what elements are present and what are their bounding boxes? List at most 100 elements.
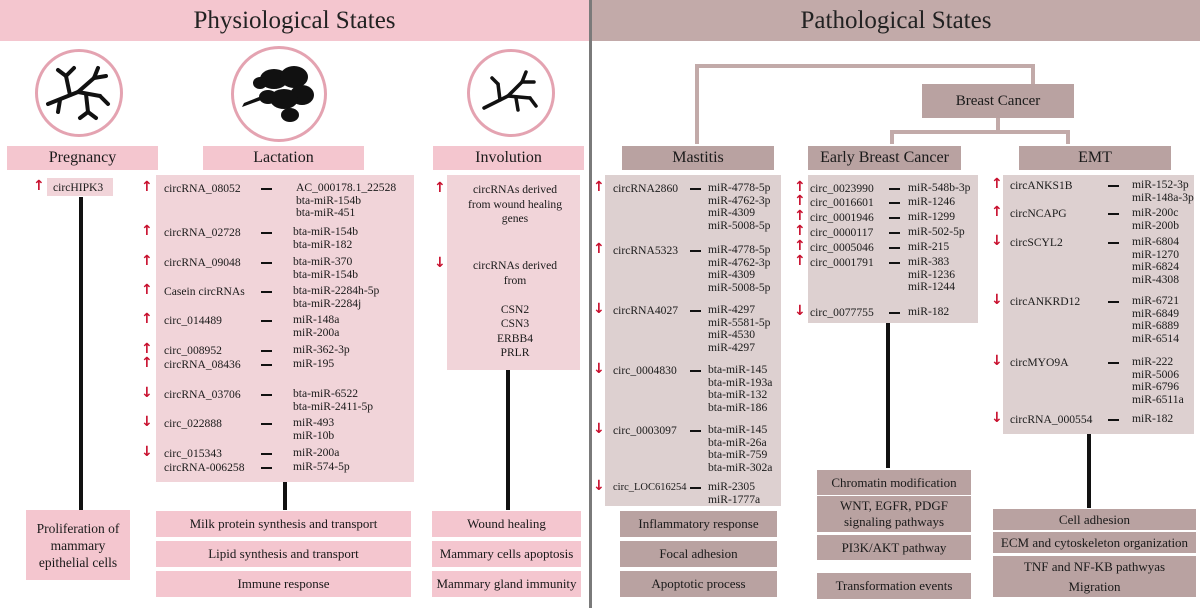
emt-stem	[1087, 434, 1091, 508]
early-bc-mirnas: miR-548b-3p	[908, 181, 971, 194]
connector-top-bar	[695, 64, 1035, 68]
mastitis-link-dash	[690, 310, 701, 312]
early-bc-mirnas: miR-182	[908, 305, 950, 318]
emt-mirnas: miR-182	[1132, 412, 1174, 425]
early-bc-circrna: circ_0023990	[810, 182, 874, 195]
early-bc-arrow-up-icon: ↑	[794, 223, 806, 239]
lactation-arrow-up-icon: ↑	[141, 223, 153, 239]
lactation-title: Lactation	[203, 146, 364, 170]
connector-mastitis-down	[695, 64, 699, 144]
lactation-outcome: Immune response	[156, 571, 411, 597]
early-bc-link-dash	[889, 262, 900, 264]
early-bc-link-dash	[889, 188, 900, 190]
emt-outcome: Migration	[993, 576, 1196, 597]
mastitis-link-dash	[690, 487, 701, 489]
early-bc-panel	[808, 175, 978, 323]
lactation-circrna: circRNA_08052	[164, 182, 241, 195]
early-bc-mirnas: miR-1299	[908, 210, 956, 223]
lactation-circrna: circRNA_03706	[164, 388, 241, 401]
lactation-circrna: circ_008952	[164, 344, 222, 357]
lactation-link-dash	[261, 350, 272, 352]
early-bc-circrna: circ_0005046	[810, 241, 874, 254]
emt-circrna: circANKS1B	[1010, 179, 1073, 192]
emt-title: EMT	[1019, 146, 1171, 170]
early-bc-link-dash	[889, 247, 900, 249]
lactation-stem	[283, 482, 287, 510]
involution-arrow-down-icon: ↓	[434, 255, 446, 271]
early-bc-arrow-up-icon: ↑	[794, 208, 806, 224]
lactation-link-dash	[261, 467, 272, 469]
emt-circrna: circRNA_000554	[1010, 413, 1093, 426]
lactation-circrna: circ_015343	[164, 447, 222, 460]
early-bc-arrow-up-icon: ↑	[794, 238, 806, 254]
lactation-circrna: circRNA-006258	[164, 461, 245, 474]
mastitis-title: Mastitis	[622, 146, 774, 170]
lactation-arrow-up-icon: ↑	[141, 355, 153, 371]
lactation-circrna: circRNA_02728	[164, 226, 241, 239]
emt-circrna: circMYO9A	[1010, 356, 1069, 369]
mastitis-link-dash	[690, 250, 701, 252]
pregnancy-arrow-up-icon: ↑	[33, 178, 45, 194]
mastitis-circrna: circRNA5323	[613, 244, 679, 257]
mastitis-outcome: Inflammatory response	[620, 511, 777, 537]
early-bc-circrna: circ_0000117	[810, 226, 874, 239]
lactation-arrow-down-icon: ↓	[141, 385, 153, 401]
emt-outcome: Cell adhesion	[993, 509, 1196, 530]
mastitis-link-dash	[690, 430, 701, 432]
emt-link-dash	[1108, 242, 1119, 244]
early-bc-link-dash	[889, 312, 900, 314]
lactation-link-dash	[261, 291, 272, 293]
early-bc-outcome: Chromatin modification	[817, 470, 971, 495]
lactation-link-dash	[261, 320, 272, 322]
emt-outcome: ECM and cytoskeleton organization	[993, 532, 1196, 553]
involution-outcome: Mammary gland immunity	[432, 571, 581, 597]
lactation-link-dash	[261, 453, 272, 455]
pregnancy-stem	[79, 197, 83, 510]
mastitis-circrna: circ_LOC616254	[613, 482, 687, 493]
lactation-arrow-up-icon: ↑	[141, 282, 153, 298]
emt-link-dash	[1108, 362, 1119, 364]
lactation-link-dash	[261, 364, 272, 366]
emt-arrow-down-icon: ↓	[991, 233, 1003, 249]
mastitis-arrow-down-icon: ↓	[593, 421, 605, 437]
emt-arrow-up-icon: ↑	[991, 176, 1003, 192]
mastitis-arrow-down-icon: ↓	[593, 478, 605, 494]
early-bc-circrna: circ_0077755	[810, 306, 874, 319]
early-bc-outcome: WNT, EGFR, PDGF signaling pathways	[817, 496, 971, 532]
mastitis-link-dash	[690, 188, 701, 190]
lactation-circrna: circRNA_09048	[164, 256, 241, 269]
early-bc-link-dash	[889, 232, 900, 234]
lactation-mirnas: miR-574-5p	[293, 460, 350, 473]
lactation-arrow-up-icon: ↑	[141, 253, 153, 269]
lactation-link-dash	[261, 423, 272, 425]
lactation-link-dash	[261, 394, 272, 396]
lactation-link-dash	[261, 188, 272, 190]
early-bc-arrow-up-icon: ↑	[794, 253, 806, 269]
emt-circrna: circSCYL2	[1010, 236, 1063, 249]
emt-link-dash	[1108, 185, 1119, 187]
lactation-arrow-up-icon: ↑	[141, 341, 153, 357]
gland-pregnancy-icon	[35, 49, 123, 137]
lactation-circrna: circ_022888	[164, 417, 222, 430]
connector-emt-down	[1066, 130, 1070, 144]
mastitis-circrna: circRNA2860	[613, 182, 679, 195]
lactation-link-dash	[261, 232, 272, 234]
pregnancy-panel	[47, 178, 113, 196]
lactation-mirnas: miR-195	[293, 357, 335, 370]
emt-circrna: circNCAPG	[1010, 207, 1067, 220]
emt-panel	[1003, 175, 1194, 434]
pregnancy-title: Pregnancy	[7, 146, 158, 170]
